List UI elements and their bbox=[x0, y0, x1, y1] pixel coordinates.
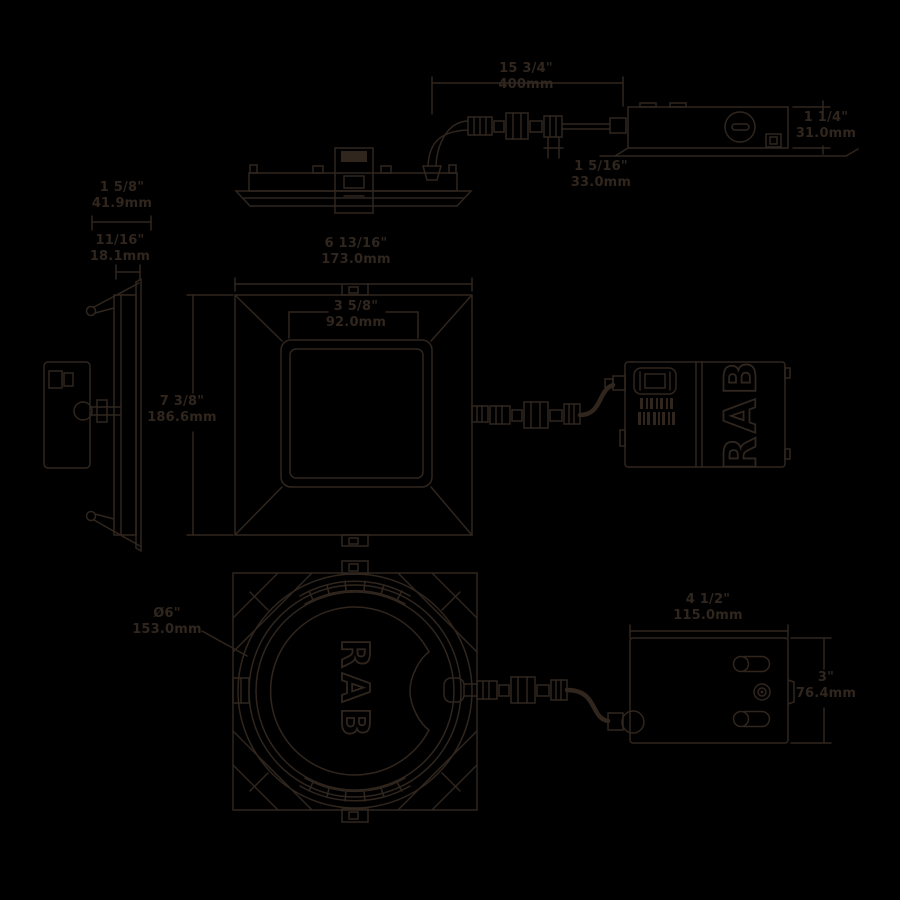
dim-mm: 400mm bbox=[498, 77, 554, 92]
dim-mm: 173.0mm bbox=[321, 252, 391, 267]
dim-inches: 1 5/16" bbox=[574, 159, 628, 174]
dim-inches: 1 1/4" bbox=[803, 110, 849, 125]
dim-jbox-side-height: 1 1/4" 31.0mm bbox=[780, 110, 872, 142]
dim-mm: 115.0mm bbox=[673, 608, 743, 623]
dim-cutout-diameter: Ø6" 153.0mm bbox=[115, 606, 219, 638]
junction-box-bottom-view bbox=[607, 637, 795, 744]
dim-mm: 76.4mm bbox=[795, 686, 857, 701]
quick-connect-cable-mid bbox=[489, 382, 616, 429]
dimension-lines-top bbox=[431, 76, 831, 159]
dim-jbox-bottom-width: 4 1/2" 115.0mm bbox=[646, 592, 770, 624]
quick-connect-cable-bottom bbox=[476, 676, 611, 724]
dim-mm: 33.0mm bbox=[570, 175, 632, 190]
junction-box-side-view bbox=[599, 102, 859, 157]
dim-mm: 92.0mm bbox=[325, 315, 387, 330]
fixture-back-view: RAB bbox=[201, 560, 478, 823]
dim-inches: 15 3/4" bbox=[499, 61, 553, 76]
dim-inches: 1 5/8" bbox=[99, 180, 145, 195]
dim-mm: 186.6mm bbox=[147, 410, 217, 425]
dim-inches: 6 13/16" bbox=[324, 236, 388, 251]
dim-lens-width: 3 5/8" 92.0mm bbox=[294, 299, 418, 331]
dim-mm: 153.0mm bbox=[132, 622, 202, 637]
brand-logo-box: RAB bbox=[716, 357, 767, 470]
dim-cable-length: 15 3/4" 400mm bbox=[456, 61, 596, 93]
quick-connect-cable-top bbox=[427, 112, 627, 167]
dim-trim-depth: 1 5/8" 41.9mm bbox=[76, 180, 168, 212]
dim-face-width: 6 13/16" 173.0mm bbox=[294, 236, 418, 268]
dim-inches: 3 5/8" bbox=[333, 299, 379, 314]
dim-mm: 41.9mm bbox=[91, 196, 153, 211]
dim-mm: 18.1mm bbox=[89, 249, 151, 264]
fixture-front-view bbox=[186, 277, 489, 547]
dim-inches: 3" bbox=[817, 670, 835, 685]
fixture-side-view bbox=[234, 147, 473, 214]
dim-jbox-bottom-height: 3" 76.4mm bbox=[774, 670, 878, 702]
dim-recess-depth: 1 5/16" 33.0mm bbox=[553, 159, 649, 191]
dim-inches: Ø6" bbox=[153, 606, 181, 621]
dim-inches: 11/16" bbox=[95, 233, 145, 248]
dim-inches: 7 3/8" bbox=[159, 394, 205, 409]
brand-logo-back: RAB bbox=[333, 639, 377, 742]
fixture-profile-view bbox=[43, 278, 142, 552]
junction-box-top-view: RAB bbox=[604, 356, 791, 472]
dim-face-height: 7 3/8" 186.6mm bbox=[130, 394, 234, 426]
dim-housing-depth: 11/16" 18.1mm bbox=[74, 233, 166, 265]
dim-mm: 31.0mm bbox=[795, 126, 857, 141]
dimension-lines-bottom bbox=[629, 624, 832, 744]
dim-inches: 4 1/2" bbox=[685, 592, 731, 607]
dimension-lines-left bbox=[91, 215, 152, 280]
